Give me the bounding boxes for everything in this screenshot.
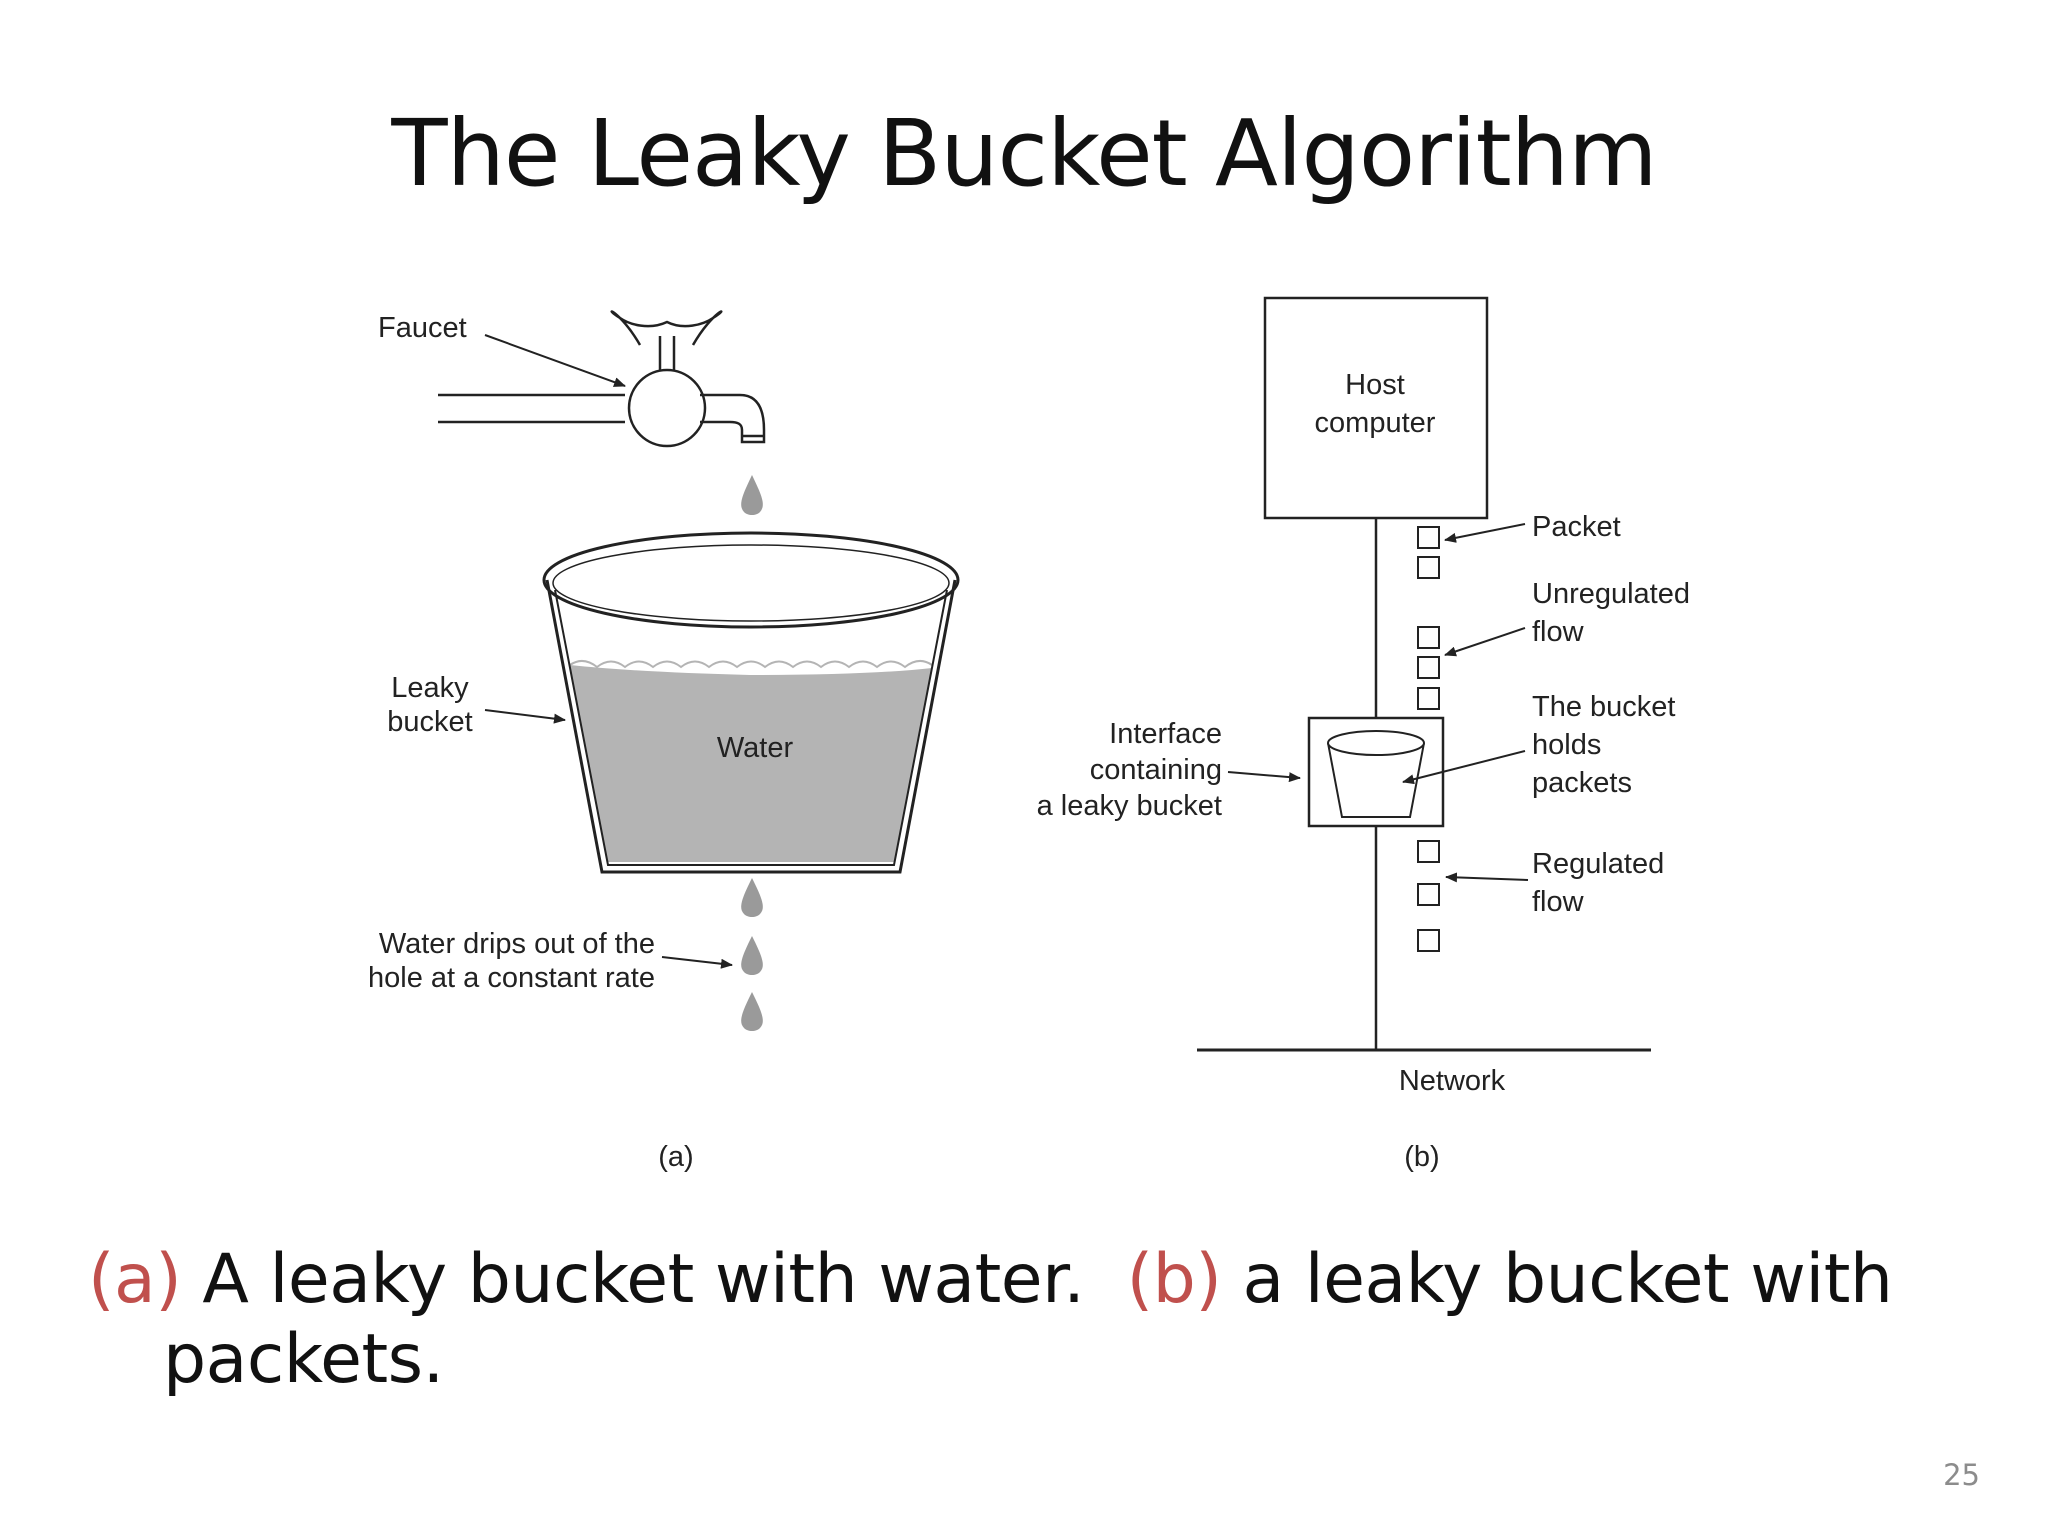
holds-arrow — [1402, 750, 1526, 785]
regulated-arrow — [1445, 872, 1529, 883]
interface-label: containing — [1090, 754, 1222, 786]
bucket-arrow — [484, 709, 566, 724]
panel-b: Host computer — [1037, 296, 1690, 1173]
faucet-label: Faucet — [378, 312, 467, 344]
slide-caption: (a) A leaky bucket with water. (b) a lea… — [88, 1240, 1968, 1400]
leaky-bucket-icon — [542, 531, 960, 874]
water-drop-icon — [741, 936, 763, 975]
caption-text-b: a leaky bucket with — [1221, 1240, 1893, 1319]
regulated-flow-label: Regulated — [1532, 848, 1664, 880]
unregulated-arrow — [1444, 627, 1526, 657]
water-label: Water — [717, 732, 794, 764]
drip-label: Water drips out of the — [379, 928, 655, 960]
bucket-holds-label: The bucket — [1532, 691, 1675, 723]
packet-arrow — [1444, 523, 1526, 543]
unregulated-flow-label: flow — [1532, 616, 1585, 648]
panel-a: Faucet Leaky bucket Water Water drips ou… — [368, 310, 960, 1173]
bucket-label: Leaky — [391, 672, 469, 704]
page-number: 25 — [1943, 1458, 1980, 1492]
host-computer-label: Host — [1345, 369, 1405, 401]
packet-square — [1417, 656, 1440, 679]
panel-b-label: (b) — [1404, 1141, 1439, 1173]
small-bucket-icon — [1327, 730, 1425, 818]
interface-label: Interface — [1109, 718, 1222, 750]
packet-square — [1417, 840, 1440, 863]
packet-square — [1417, 526, 1440, 549]
unregulated-flow-label: Unregulated — [1532, 578, 1690, 610]
packet-square — [1417, 687, 1440, 710]
interface-box — [1307, 716, 1445, 828]
water-drop-icon — [741, 475, 763, 515]
host-computer-label: computer — [1315, 407, 1436, 439]
packet-square — [1417, 556, 1440, 579]
caption-marker-a: (a) — [88, 1240, 182, 1319]
packet-square — [1417, 929, 1440, 952]
panel-a-label: (a) — [658, 1141, 693, 1173]
regulated-flow-label: flow — [1532, 886, 1585, 918]
host-computer-box — [1263, 296, 1489, 520]
packet-square — [1417, 626, 1440, 649]
bucket-holds-label: holds — [1532, 729, 1601, 761]
packet-queue — [1417, 526, 1440, 952]
packet-label: Packet — [1532, 511, 1621, 543]
caption-marker-b: (b) — [1126, 1240, 1222, 1319]
interface-arrow — [1227, 771, 1301, 783]
faucet-icon — [438, 310, 766, 448]
drip-label: hole at a constant rate — [368, 962, 655, 994]
water-drop-icon — [741, 992, 763, 1031]
slide-title: The Leaky Bucket Algorithm — [391, 100, 1657, 207]
water-drop-icon — [741, 878, 763, 917]
caption-text-a: A leaky bucket with water. — [181, 1240, 1127, 1319]
faucet-arrow — [484, 334, 626, 387]
caption-line-2: packets. — [163, 1320, 444, 1399]
network-label: Network — [1399, 1065, 1506, 1097]
bucket-holds-label: packets — [1532, 767, 1632, 799]
drip-arrow — [661, 956, 733, 969]
packet-square — [1417, 883, 1440, 906]
bucket-label: bucket — [387, 706, 472, 738]
interface-label: a leaky bucket — [1037, 790, 1222, 822]
